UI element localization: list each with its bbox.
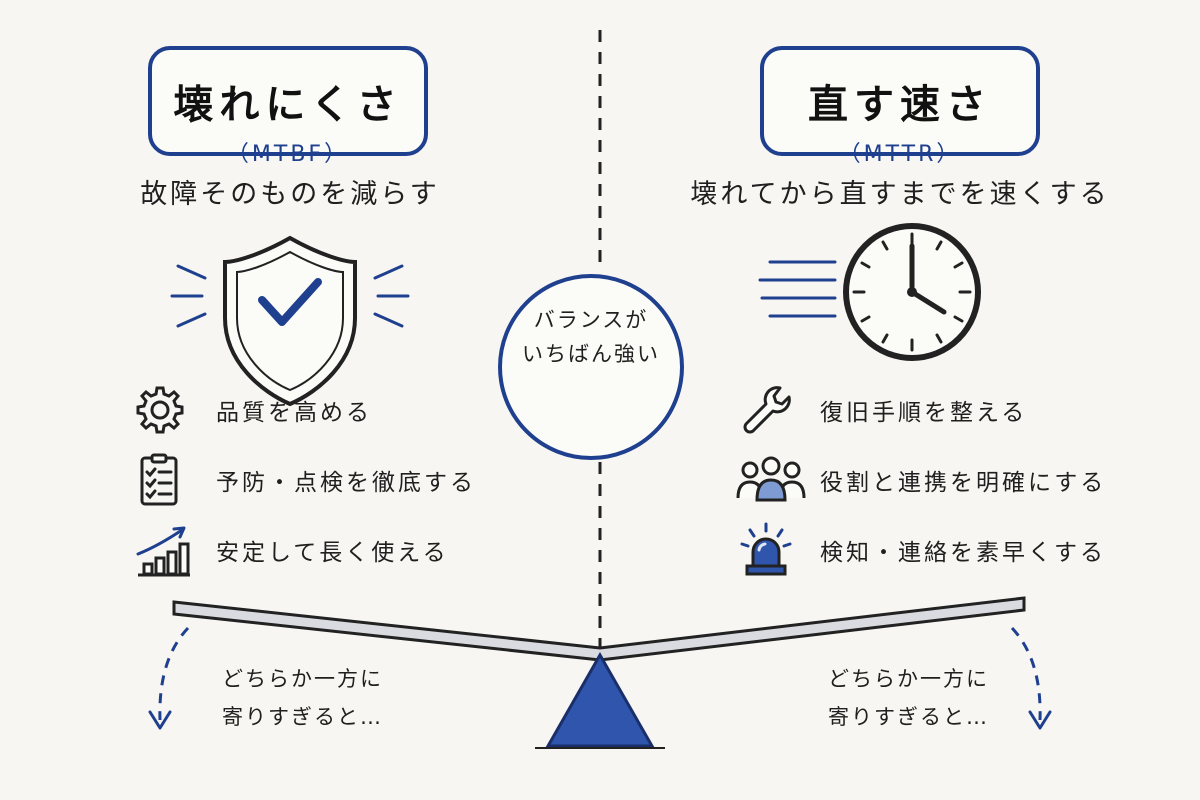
checklist-icon (132, 452, 202, 508)
balance-text-line2: いちばん強い (522, 342, 660, 366)
mtbf-item-label: 予防・点検を徹底する (216, 470, 476, 496)
gear-icon (132, 382, 202, 438)
balance-text-line1: バランスが (533, 308, 649, 332)
mttr-title: 直す速さ (808, 82, 992, 128)
clock-icon (758, 223, 981, 361)
wrench-icon (736, 382, 806, 438)
mtbf-item-label: 安定して長く使える (216, 540, 449, 566)
shield-check-icon (170, 235, 410, 407)
left-warning-line1: どちらか一方に (222, 667, 383, 691)
mtbf-item-inspection: 予防・点検を徹底する (132, 452, 476, 508)
mttr-item-label: 役割と連携を明確にする (820, 470, 1107, 496)
right-tilt-arrow (1010, 626, 1052, 730)
team-icon (736, 452, 806, 508)
mttr-item-label: 検知・連絡を素早くする (820, 540, 1106, 566)
right-warning-line1: どちらか一方に (828, 667, 989, 691)
mttr-subtitle: 壊れてから直すまでを速くする (690, 179, 1110, 210)
seesaw (172, 596, 1026, 749)
mttr-item-detection: 検知・連絡を素早くする (736, 522, 1106, 578)
mtbf-item-label: 品質を高める (216, 400, 372, 426)
right-warning-note: どちらか一方に 寄りすぎると… (828, 660, 989, 736)
left-warning-note: どちらか一方に 寄りすぎると… (222, 660, 383, 736)
mttr-item-procedure: 復旧手順を整える (736, 382, 1027, 438)
mtbf-title-box: 壊れにくさ （MTBF） (148, 46, 428, 167)
mttr-title-box: 直す速さ （MTTR） (760, 46, 1040, 167)
mttr-item-label: 復旧手順を整える (820, 400, 1028, 426)
mtbf-item-quality: 品質を高める (132, 382, 372, 438)
mtbf-item-stability: 安定して長く使える (132, 522, 449, 578)
balance-circle: バランスが いちばん強い (498, 274, 684, 460)
right-warning-line2: 寄りすぎると… (828, 705, 989, 729)
mttr-abbr: （MTTR） (838, 142, 962, 167)
mtbf-subtitle: 故障そのものを減らす (140, 179, 440, 210)
growth-chart-icon (132, 522, 202, 578)
mtbf-title: 壊れにくさ (173, 82, 403, 128)
alarm-light-icon (736, 522, 806, 578)
left-tilt-arrow (148, 626, 190, 730)
mttr-item-roles: 役割と連携を明確にする (736, 452, 1106, 508)
mtbf-abbr: （MTBF） (226, 142, 350, 167)
left-warning-line2: 寄りすぎると… (222, 705, 383, 729)
